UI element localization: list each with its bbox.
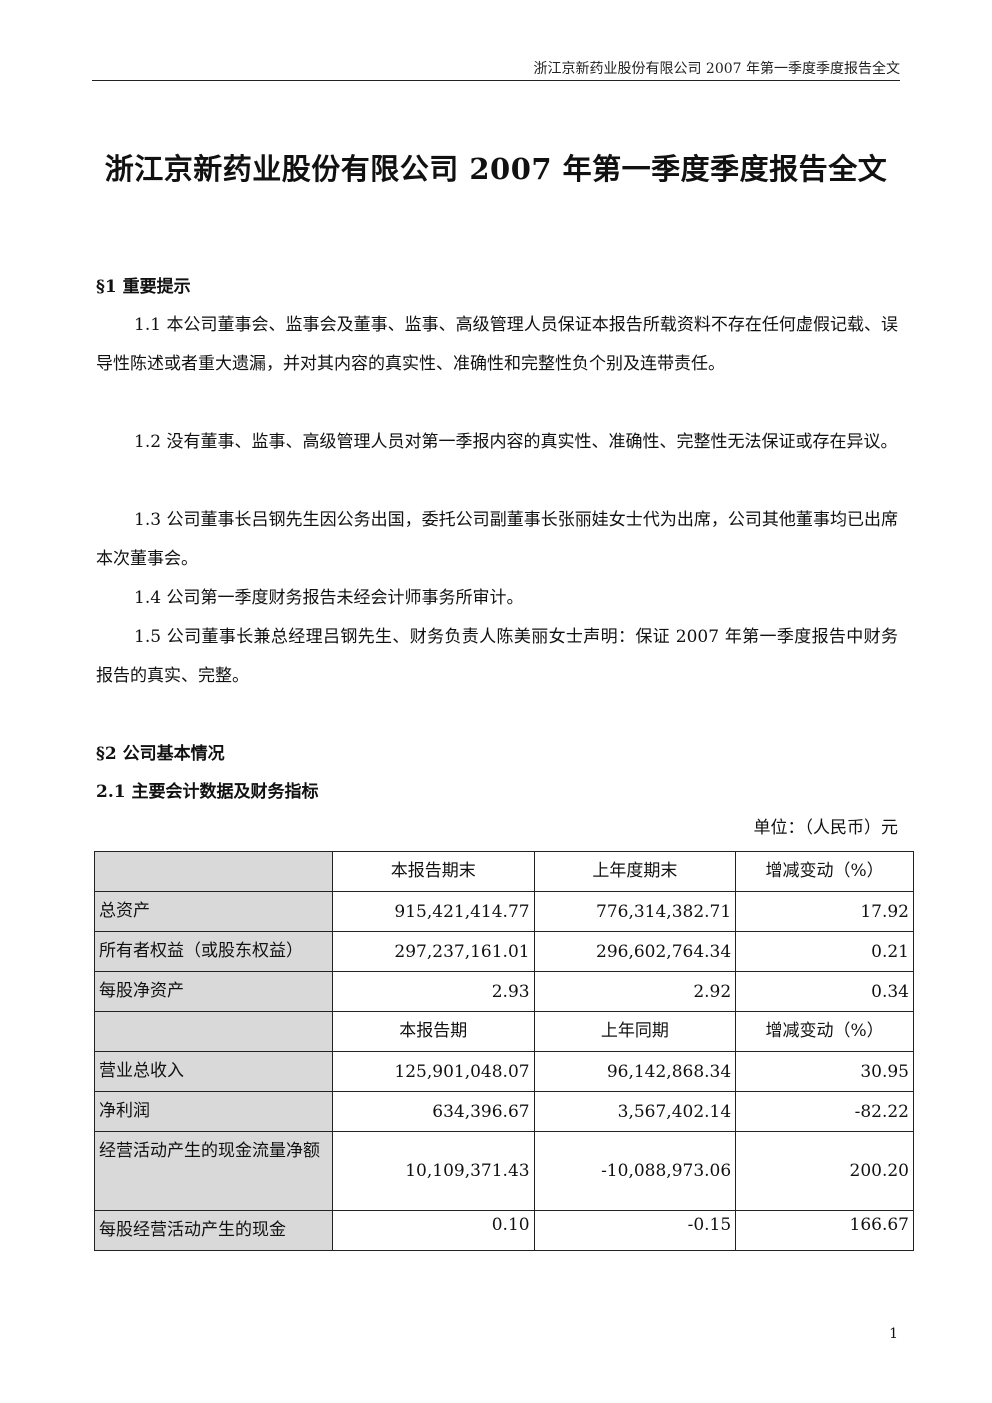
table-cell: 776,314,382.71 [533, 891, 737, 932]
table-cell: 96,142,868.34 [533, 1051, 737, 1092]
table-cell: 125,901,048.07 [332, 1051, 535, 1092]
row-label: 所有者权益（或股东权益） [94, 931, 333, 972]
page-number: 1 [889, 1326, 898, 1342]
table-cell: 200.20 [735, 1131, 914, 1211]
row-label: 营业总收入 [94, 1051, 333, 1092]
row-label: 每股净资产 [94, 971, 333, 1012]
table-cell: 0.34 [735, 971, 914, 1012]
column-header: 增减变动（%） [735, 1011, 914, 1052]
document-title: 浙江京新药业股份有限公司 2007 年第一季度季度报告全文 [104, 152, 888, 186]
table-cell: -10,088,973.06 [533, 1131, 737, 1211]
table-row: 每股经营活动产生的现金 0.10 -0.15 166.67 [94, 1210, 914, 1251]
row-label: 经营活动产生的现金流量净额 [94, 1131, 333, 1211]
table-cell: 634,396.67 [332, 1091, 535, 1132]
financial-table: 本报告期末 上年度期末 增减变动（%） 总资产 915,421,414.77 7… [94, 851, 914, 1251]
para-1-5: 1.5 公司董事长兼总经理吕钢先生、财务负责人陈美丽女士声明：保证 2007 年… [96, 627, 898, 686]
column-header: 增减变动（%） [735, 851, 914, 892]
table-cell: 2.93 [332, 971, 535, 1012]
table-corner-cell [94, 851, 333, 892]
table-header-row: 本报告期 上年同期 增减变动（%） [94, 1011, 914, 1052]
table-cell: 166.67 [735, 1210, 914, 1251]
table-row: 所有者权益（或股东权益） 297,237,161.01 296,602,764.… [94, 931, 914, 972]
table-cell: 297,237,161.01 [332, 931, 535, 972]
table-cell: 10,109,371.43 [332, 1131, 535, 1211]
column-header: 上年度期末 [533, 851, 737, 892]
table-corner-cell [94, 1011, 333, 1052]
table-row: 营业总收入 125,901,048.07 96,142,868.34 30.95 [94, 1051, 914, 1092]
para-1-2: 1.2 没有董事、监事、高级管理人员对第一季报内容的真实性、准确性、完整性无法保… [134, 432, 898, 452]
running-header: 浙江京新药业股份有限公司 2007 年第一季度季度报告全文 [533, 61, 900, 77]
table-cell: 296,602,764.34 [533, 931, 737, 972]
row-label: 总资产 [94, 891, 333, 932]
para-1-1: 1.1 本公司董事会、监事会及董事、监事、高级管理人员保证本报告所载资料不存在任… [96, 315, 898, 374]
para-1-3: 1.3 公司董事长吕钢先生因公务出国，委托公司副董事长张丽娃女士代为出席，公司其… [96, 510, 898, 569]
table-cell: 30.95 [735, 1051, 914, 1092]
row-label: 每股经营活动产生的现金 [94, 1210, 333, 1251]
row-label: 净利润 [94, 1091, 333, 1132]
table-cell: 0.10 [332, 1210, 535, 1251]
table-row: 净利润 634,396.67 3,567,402.14 -82.22 [94, 1091, 914, 1132]
table-row: 经营活动产生的现金流量净额 10,109,371.43 -10,088,973.… [94, 1131, 914, 1211]
section1-heading: §1 重要提示 [96, 277, 191, 297]
table-row: 总资产 915,421,414.77 776,314,382.71 17.92 [94, 891, 914, 932]
table-cell: 2.92 [533, 971, 737, 1012]
header-divider [92, 80, 900, 81]
para-1-4: 1.4 公司第一季度财务报告未经会计师事务所审计。 [134, 588, 524, 608]
column-header: 上年同期 [533, 1011, 737, 1052]
table-cell: -82.22 [735, 1091, 914, 1132]
table-row: 每股净资产 2.93 2.92 0.34 [94, 971, 914, 1012]
column-header: 本报告期末 [332, 851, 535, 892]
currency-unit: 单位：（人民币）元 [753, 818, 899, 838]
column-header: 本报告期 [332, 1011, 535, 1052]
table-cell: 17.92 [735, 891, 914, 932]
table-cell: 3,567,402.14 [533, 1091, 737, 1132]
table-header-row: 本报告期末 上年度期末 增减变动（%） [94, 851, 914, 892]
table-cell: 915,421,414.77 [332, 891, 535, 932]
section2-1-heading: 2.1 主要会计数据及财务指标 [96, 782, 319, 802]
table-cell: -0.15 [533, 1210, 737, 1251]
section2-heading: §2 公司基本情况 [96, 744, 225, 764]
table-cell: 0.21 [735, 931, 914, 972]
